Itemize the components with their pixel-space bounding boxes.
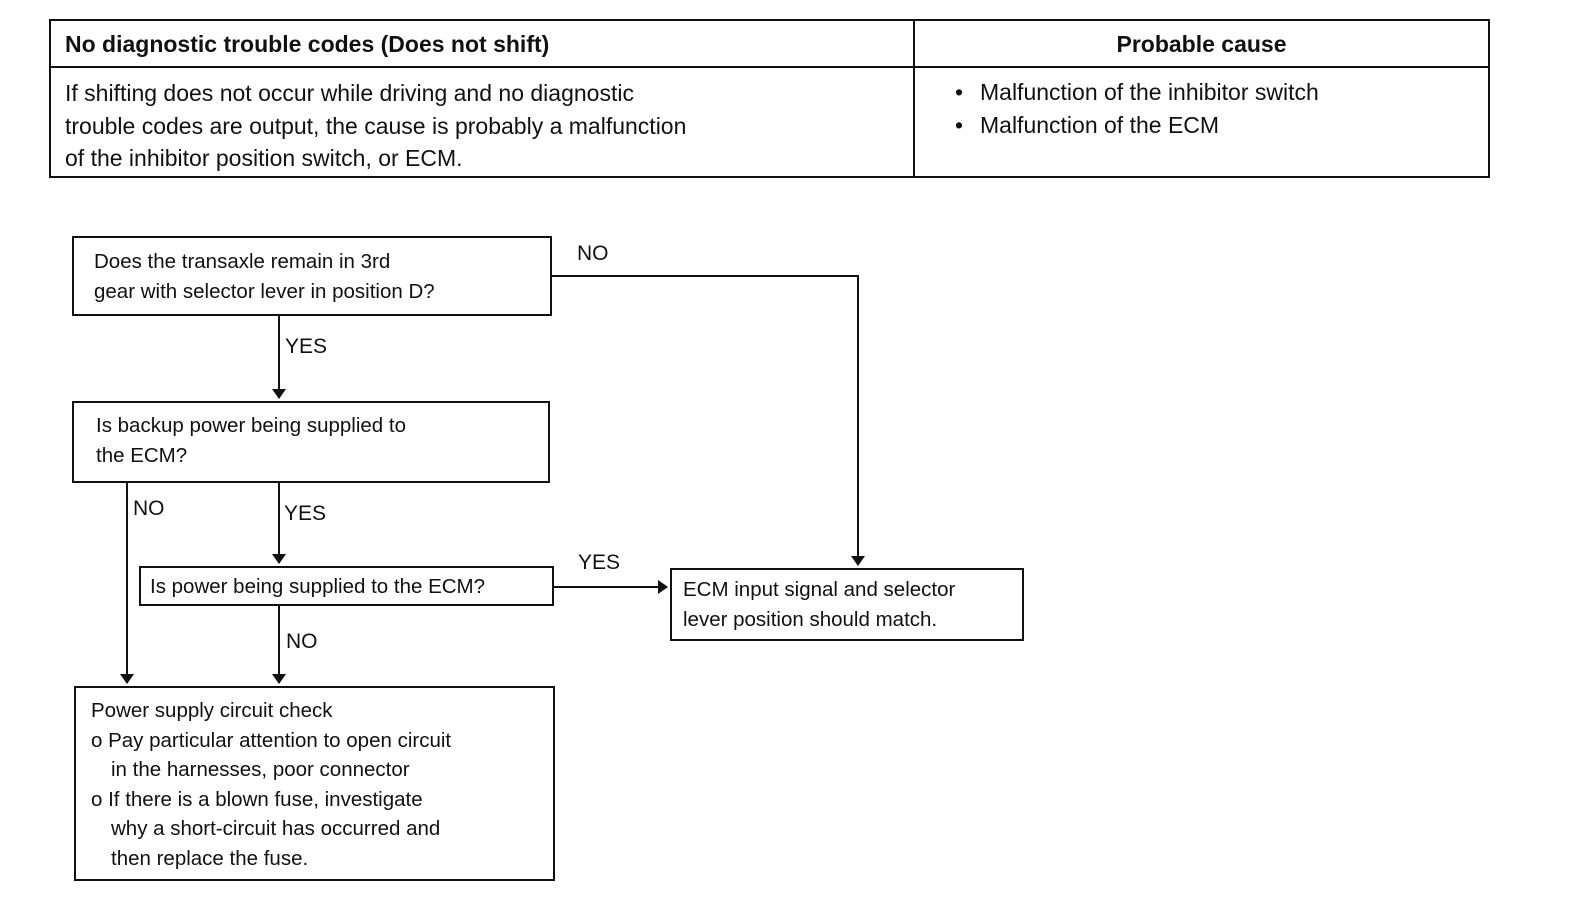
question-text-line: Does the transaxle remain in 3rd	[94, 250, 391, 273]
probable-cause-item: • Malfunction of the inhibitor switch	[955, 76, 1319, 109]
result-title: Power supply circuit check	[91, 699, 333, 722]
check-item-marker: o	[91, 787, 103, 811]
table-column-divider	[913, 21, 915, 176]
result-box-power-supply-check: Power supply circuit check o Pay particu…	[74, 686, 555, 881]
symptom-description-line: trouble codes are output, the cause is p…	[65, 112, 687, 139]
table-header-symptom: No diagnostic trouble codes (Does not sh…	[65, 31, 550, 57]
branch-label-yes: YES	[578, 551, 621, 574]
check-item: o Pay particular attention to open circu…	[91, 726, 553, 756]
question-text-line: Is power being supplied to the ECM?	[150, 575, 486, 598]
branch-label-yes: YES	[284, 502, 327, 525]
check-item: o If there is a blown fuse, investigate	[91, 785, 553, 815]
question-text-line: gear with selector lever in position D?	[94, 279, 435, 303]
check-item-continuation: then replace the fuse.	[111, 846, 309, 870]
check-item-text: If there is a blown fuse, investigate	[108, 787, 423, 811]
result-box-signal-match: ECM input signal and selector lever posi…	[670, 568, 1024, 641]
probable-cause-text: Malfunction of the ECM	[980, 111, 1220, 138]
branch-label-no: NO	[286, 630, 318, 653]
branch-label-yes: YES	[285, 335, 328, 358]
question-box-3rd-gear: Does the transaxle remain in 3rd gear wi…	[72, 236, 552, 316]
question-text-line: Is backup power being supplied to	[96, 414, 406, 437]
branch-label-no: NO	[577, 242, 609, 265]
check-item-text: Pay particular attention to open circuit	[108, 728, 452, 752]
table-header-probable-cause: Probable cause	[1116, 31, 1287, 57]
question-box-backup-power: Is backup power being supplied to the EC…	[72, 401, 550, 483]
symptom-description: If shifting does not occur while driving…	[65, 77, 686, 175]
question-box-ecm-power: Is power being supplied to the ECM?	[139, 566, 554, 606]
diagnosis-table: No diagnostic trouble codes (Does not sh…	[49, 19, 1490, 178]
bullet-icon: •	[955, 111, 964, 138]
table-header-divider	[51, 66, 1488, 68]
probable-cause-list: • Malfunction of the inhibitor switch • Ma…	[955, 76, 1319, 141]
branch-label-no: NO	[133, 497, 165, 520]
probable-cause-item: • Malfunction of the ECM	[955, 109, 1319, 142]
probable-cause-text: Malfunction of the inhibitor switch	[980, 79, 1319, 105]
check-item-continuation: why a short-circuit has occurred and	[111, 817, 441, 840]
arrow-q1-no	[552, 275, 865, 566]
check-item-marker: o	[91, 728, 103, 752]
check-item-continuation: in the harnesses, poor connector	[111, 758, 410, 781]
result-text-line: lever position should match.	[683, 607, 938, 631]
question-text-line: the ECM?	[96, 443, 188, 467]
symptom-description-line: If shifting does not occur while driving…	[65, 80, 634, 106]
symptom-description-line: of the inhibitor position switch, or ECM…	[65, 145, 463, 171]
result-text-line: ECM input signal and selector	[683, 578, 956, 601]
bullet-icon: •	[955, 79, 964, 105]
